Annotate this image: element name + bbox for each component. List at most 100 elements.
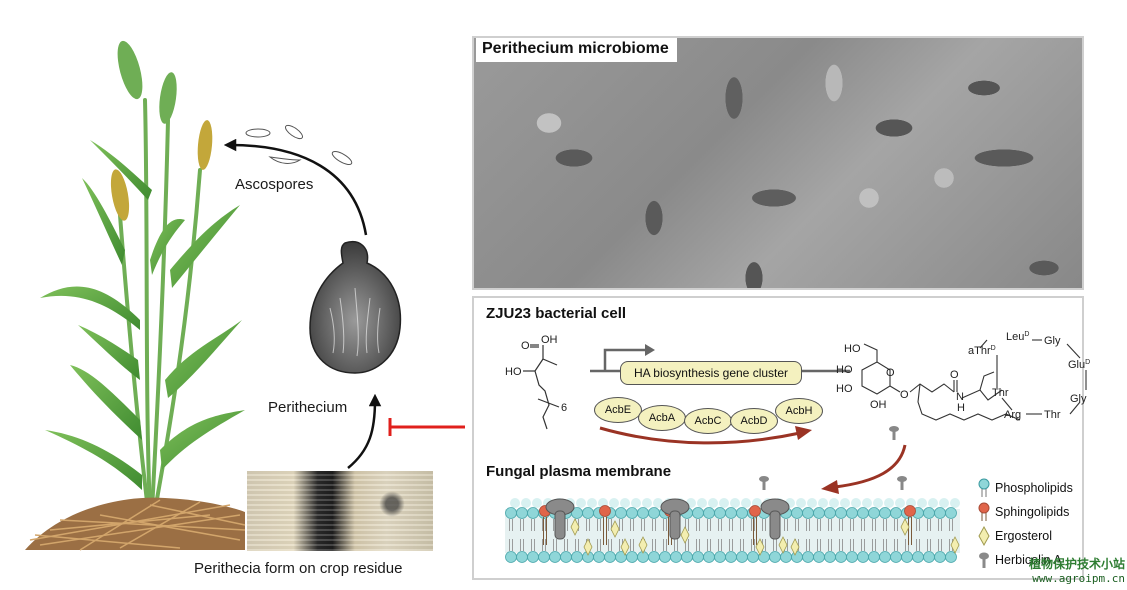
- perithecium-formation-arrow: [347, 393, 382, 469]
- phospholipid-head: [725, 507, 737, 519]
- phospholipid-head: [884, 498, 894, 508]
- lifecycle-arrows: [223, 124, 465, 469]
- phospholipid-head: [681, 551, 693, 563]
- phospholipid-head: [719, 498, 729, 508]
- phospholipid-head: [862, 498, 872, 508]
- residue-arg: Arg: [1004, 409, 1021, 421]
- enzyme-acbh: AcbH: [775, 398, 823, 424]
- residue-glu: GluD: [1068, 359, 1090, 371]
- phospholipid-head: [923, 551, 935, 563]
- phospholipid-head: [813, 551, 825, 563]
- legend-ergosterol: Ergosterol: [978, 526, 1052, 546]
- ascospores-label: Ascospores: [235, 176, 314, 193]
- biosynthesis-flow-arrow: [599, 426, 812, 445]
- phospholipid-head: [538, 551, 550, 563]
- phospholipid-head: [648, 507, 660, 519]
- phospholipid-head: [653, 498, 663, 508]
- phospholipid-head: [741, 498, 751, 508]
- phospholipid-head: [549, 551, 561, 563]
- residue-gly-1: Gly: [1044, 335, 1061, 347]
- ergosterol: [755, 538, 765, 556]
- watermark: 植物保护技术小站 www.agroipm.cn: [1010, 555, 1125, 585]
- phospholipid-head: [587, 498, 597, 508]
- phospholipid-head: [708, 498, 718, 508]
- phospholipid-head: [516, 551, 528, 563]
- phospholipid-head: [642, 498, 652, 508]
- microbiome-panel-title: Perithecium microbiome: [476, 38, 677, 62]
- microbiome-sem-image: Perithecium microbiome: [472, 36, 1084, 290]
- phospholipid-head: [576, 498, 586, 508]
- phospholipid-head: [879, 507, 891, 519]
- svg-text:HO: HO: [505, 366, 522, 378]
- crop-residue-mound: [25, 497, 246, 551]
- phospholipid-head: [824, 551, 836, 563]
- phospholipid-head: [796, 498, 806, 508]
- phospholipid-head: [532, 498, 542, 508]
- phospholipid-head: [510, 498, 520, 508]
- svg-text:O: O: [950, 369, 959, 381]
- phospholipid-head: [901, 551, 913, 563]
- sphingolipid-icon: [978, 502, 990, 521]
- phospholipid-head: [802, 551, 814, 563]
- phospholipid-head: [857, 551, 869, 563]
- phospholipid-head: [928, 498, 938, 508]
- phospholipid-head: [582, 507, 594, 519]
- phospholipid-head: [521, 498, 531, 508]
- phospholipid-head: [939, 498, 949, 508]
- svg-text:6: 6: [561, 402, 567, 414]
- phospholipid-head: [917, 498, 927, 508]
- free-herbicolin-icon: [759, 476, 769, 490]
- phospholipid-head: [714, 551, 726, 563]
- legend-herbicolin-a: Herbicolin A: [978, 550, 1062, 570]
- residue-gly-2: Gly: [1070, 393, 1087, 405]
- phospholipid-head: [659, 551, 671, 563]
- phospholipid-head: [824, 507, 836, 519]
- phospholipid-head: [730, 498, 740, 508]
- phospholipid-head: [692, 507, 704, 519]
- phospholipid-head: [505, 507, 517, 519]
- phospholipid-head: [835, 507, 847, 519]
- phospholipid-head: [791, 507, 803, 519]
- enzyme-acbc: AcbC: [684, 408, 732, 434]
- enzyme-acbe: AcbE: [594, 397, 642, 423]
- phospholipid-head: [736, 507, 748, 519]
- phospholipid-head: [620, 498, 630, 508]
- phospholipid-head: [873, 498, 883, 508]
- phospholipid-head: [714, 507, 726, 519]
- ascospore-icons: [245, 124, 353, 165]
- phospholipid-head: [945, 507, 957, 519]
- phospholipid-head: [791, 551, 803, 563]
- fungal-membrane-bilayer: [505, 498, 960, 563]
- phospholipid-head: [670, 551, 682, 563]
- legend-sphingolipids: Sphingolipids: [978, 502, 1069, 522]
- phospholipid-head: [527, 507, 539, 519]
- phospholipid-head: [829, 498, 839, 508]
- phospholipid-head: [604, 551, 616, 563]
- phospholipid-head: [527, 551, 539, 563]
- phospholipid-head: [835, 551, 847, 563]
- svg-text:HO: HO: [836, 364, 853, 376]
- membrane-legend: Phospholipids Sphingolipids Ergosterol H…: [978, 478, 1118, 578]
- enzyme-acbd: AcbD: [730, 408, 778, 434]
- svg-text:HO: HO: [836, 383, 853, 395]
- sphingolipid-head: [599, 505, 611, 517]
- phospholipid-head: [571, 551, 583, 563]
- embedded-herbicolin-tail: [554, 510, 566, 540]
- phospholipid-head: [747, 551, 759, 563]
- ergosterol: [638, 536, 648, 554]
- phospholipid-head: [631, 498, 641, 508]
- sphingolipid-head: [749, 505, 761, 517]
- svg-text:O: O: [886, 367, 895, 379]
- phospholipid-head: [846, 507, 858, 519]
- ergosterol: [950, 536, 960, 554]
- perithecium-illustration: [309, 241, 402, 374]
- herbicolin-icon: [979, 552, 989, 568]
- phospholipid-head: [769, 551, 781, 563]
- phospholipid-head: [725, 551, 737, 563]
- phospholipid-head: [505, 551, 517, 563]
- ergosterol: [620, 538, 630, 556]
- phospholipid-head: [912, 551, 924, 563]
- phospholipid-head: [516, 507, 528, 519]
- free-herbicolin-icon: [889, 426, 899, 440]
- sphingolipid-head: [904, 505, 916, 517]
